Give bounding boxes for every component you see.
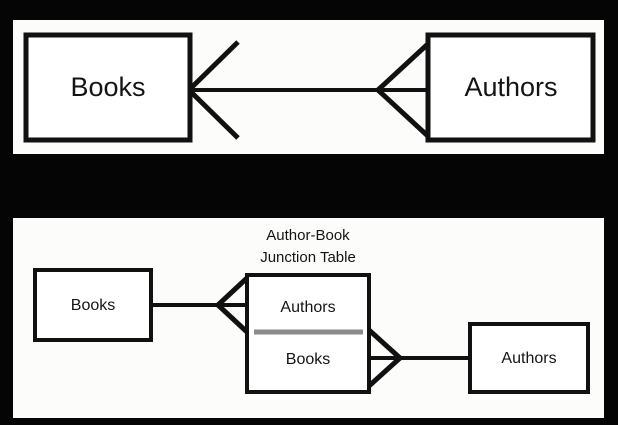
authors-entity-label: Authors	[501, 350, 556, 367]
panel-junction-table: Author-Book Junction Table	[13, 218, 604, 418]
authors-entity[interactable]: Authors	[425, 32, 596, 143]
books-entity-label: Books	[70, 72, 145, 102]
crowsfoot-books-side	[187, 40, 240, 140]
junction-row-books-label: Books	[286, 351, 330, 368]
many-to-many-svg: Books Authors	[23, 32, 596, 143]
caption-line-1: Author-Book	[266, 227, 350, 244]
authors-entity-label: Authors	[464, 72, 557, 102]
junction-table-svg: Author-Book Junction Table	[33, 227, 590, 394]
books-entity-label: Books	[71, 297, 115, 314]
authors-entity[interactable]: Authors	[468, 322, 590, 394]
junction-table-caption: Author-Book Junction Table	[260, 227, 356, 266]
books-entity[interactable]: Books	[33, 268, 153, 342]
caption-line-2: Junction Table	[260, 249, 356, 266]
author-book-junction-table[interactable]: Authors Books	[245, 273, 371, 394]
panel-many-to-many: Books Authors	[13, 20, 604, 154]
crowsfoot-junction-authors-row	[216, 276, 249, 334]
crowsfoot-authors-side	[376, 40, 432, 140]
books-entity[interactable]: Books	[23, 32, 193, 143]
junction-row-authors-label: Authors	[280, 299, 335, 316]
crowsfoot-junction-books-row	[367, 328, 402, 388]
